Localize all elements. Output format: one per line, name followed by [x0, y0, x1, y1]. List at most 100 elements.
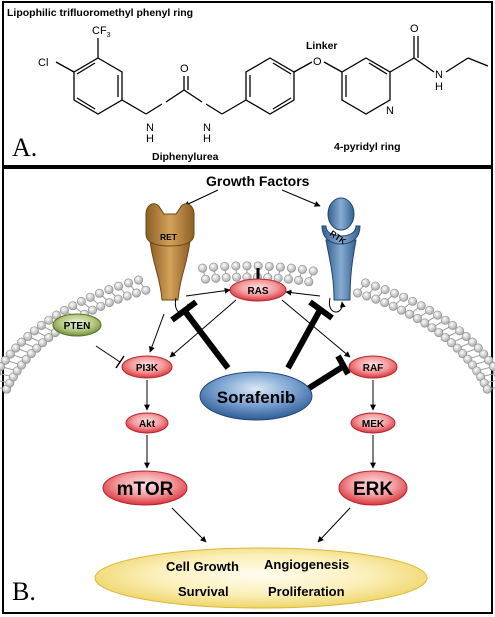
lipid-head — [38, 338, 48, 348]
pten-node — [52, 313, 102, 337]
ret-to-pi3k-arrow — [149, 313, 165, 353]
urea-oxygen-atom: O — [180, 63, 189, 75]
pi3k-label: PI3K — [136, 363, 159, 374]
lipid-head — [0, 355, 10, 365]
lipid-head — [17, 337, 27, 347]
erk-node — [338, 470, 408, 506]
lipid-head — [104, 298, 114, 308]
amide-oxygen-atom: O — [410, 23, 419, 35]
lipid-head — [427, 323, 437, 333]
sorafenib-ret-inhibit-bar — [170, 299, 198, 323]
ras-label: RAS — [247, 286, 268, 297]
lipid-head — [113, 294, 123, 304]
ret-receptor: RET — [145, 203, 195, 301]
lipid-head — [482, 384, 492, 394]
lipid-head — [220, 261, 230, 271]
sorafenib-raf-inhibit-bar — [335, 354, 351, 376]
outcomes-ellipse — [94, 547, 428, 609]
linker-label: Linker — [306, 40, 338, 52]
lipid-head — [59, 305, 69, 315]
lipid-head — [21, 354, 31, 364]
pten-inhibit-bar — [115, 355, 125, 369]
lipid-head — [198, 263, 208, 273]
lipid-head — [397, 305, 407, 315]
lipid-head — [304, 277, 314, 287]
lipid-head — [433, 310, 443, 320]
erk-to-outcome-arrow — [317, 507, 351, 543]
mtor-to-outcome-arrow — [171, 507, 207, 543]
lipid-head — [123, 278, 133, 288]
lipid-head — [405, 309, 415, 319]
raf-node — [348, 355, 398, 379]
mek-label: MEK — [362, 419, 385, 430]
lipid-head — [201, 274, 211, 284]
pyridyl-ring-label: 4-pyridyl ring — [334, 141, 401, 153]
lipid-head — [353, 288, 363, 298]
lipid-head — [29, 326, 39, 336]
lipid-head — [461, 331, 471, 341]
mtor-label: mTOR — [117, 479, 174, 500]
lipid-head — [44, 333, 54, 343]
lipid-head — [134, 275, 144, 285]
akt-label: Akt — [139, 419, 156, 430]
lipid-head — [68, 301, 78, 311]
cell-growth-label: Cell Growth — [166, 559, 239, 574]
ras-to-pi3k-arrow — [169, 299, 237, 358]
raf-label: RAF — [363, 363, 384, 374]
pyridine-n-atom: N — [386, 105, 394, 117]
lipid-head — [76, 296, 86, 306]
gf-arrow-rtk — [281, 189, 321, 207]
lipid-head — [114, 281, 124, 291]
lipid-head — [0, 362, 6, 372]
lipid-head — [36, 320, 46, 330]
lipid-head — [209, 262, 219, 272]
lipid-head — [85, 292, 95, 302]
ret-to-ras-arrow — [185, 287, 231, 297]
lipid-head — [455, 326, 465, 336]
lipid-head — [425, 305, 435, 315]
cl-atom: Cl — [38, 57, 48, 69]
lipid-head — [11, 343, 21, 353]
lipid-head — [484, 355, 494, 365]
lipid-head — [408, 296, 418, 306]
lipid-head — [448, 320, 458, 330]
sorafenib-ret-inhibit-line — [181, 308, 231, 370]
lipid-head — [94, 288, 104, 298]
lipid-head — [388, 301, 398, 311]
lipid-head — [131, 288, 141, 298]
lipid-head — [0, 370, 1, 376]
ras-to-raf-arrow — [281, 299, 351, 358]
lipid-head — [297, 264, 307, 274]
lipid-head — [122, 291, 132, 301]
pten-inhibit-line — [95, 345, 121, 363]
pten-label: PTEN — [64, 321, 91, 332]
ret-label: RET — [160, 232, 178, 242]
amide-h-atom: H — [435, 81, 443, 93]
panel-a: Lipophilic trifluoromethyl phenyl ring L… — [2, 1, 493, 167]
growth-factors-label: Growth Factors — [206, 173, 310, 189]
urea-nh-left-n: N — [146, 122, 154, 134]
lipid-head — [275, 262, 285, 272]
survival-label: Survival — [178, 584, 229, 599]
lipid-head — [412, 314, 422, 324]
urea-nh-left-h: H — [146, 133, 154, 145]
rtk-to-ras-arrow — [285, 289, 321, 297]
lipid-head — [87, 305, 97, 315]
lipid-head — [452, 343, 462, 353]
panel-a-frame — [2, 1, 493, 167]
lipid-head — [446, 338, 456, 348]
lipid-head — [371, 294, 381, 304]
lipid-head — [286, 263, 296, 273]
gf-arrow-ret — [183, 189, 219, 207]
lipid-head — [264, 261, 274, 271]
cell-membrane — [0, 261, 495, 394]
lipid-head — [44, 315, 54, 325]
lipid-head — [380, 298, 390, 308]
cf3-atom: CF3 — [92, 25, 111, 39]
lipid-head — [308, 266, 318, 276]
mtor-node — [102, 470, 188, 506]
sorafenib-node — [199, 371, 313, 421]
lipid-head — [440, 333, 450, 343]
lipid-head — [26, 349, 36, 359]
